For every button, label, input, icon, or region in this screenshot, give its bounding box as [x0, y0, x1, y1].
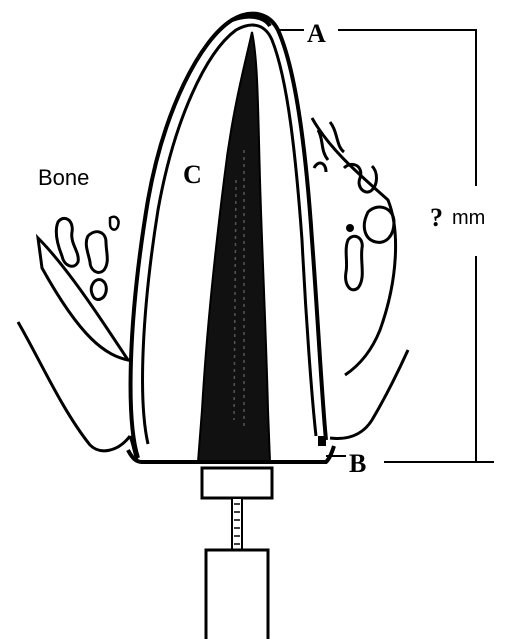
label-question-mark: ? — [430, 203, 443, 232]
right-marrow-space-2 — [344, 164, 377, 192]
label-unit: mm — [452, 207, 485, 229]
file-shaft — [232, 498, 242, 550]
label-point-c: C — [183, 160, 202, 189]
label-point-a: A — [307, 19, 326, 48]
left-alveolar-crest — [18, 322, 130, 451]
right-marrow-space-3 — [364, 207, 394, 242]
label-point-b: B — [349, 449, 366, 478]
rubber-stop — [202, 468, 272, 498]
right-alveolar-crest — [330, 350, 408, 438]
measure-bracket-top — [338, 30, 476, 186]
file-handle — [206, 550, 268, 639]
right-marrow-dot — [346, 224, 354, 232]
left-bone-outline — [38, 238, 128, 360]
left-marrow-space-3 — [91, 280, 106, 300]
measure-bracket-bottom — [384, 256, 476, 462]
left-marrow-space-4 — [110, 217, 119, 230]
left-marrow-space-2 — [86, 232, 107, 273]
label-bone: Bone — [38, 165, 89, 190]
right-cervical-mark — [318, 436, 326, 446]
right-marrow-space-4 — [346, 236, 363, 290]
left-marrow-space-1 — [56, 218, 78, 266]
right-marrow-space-5 — [314, 163, 326, 172]
